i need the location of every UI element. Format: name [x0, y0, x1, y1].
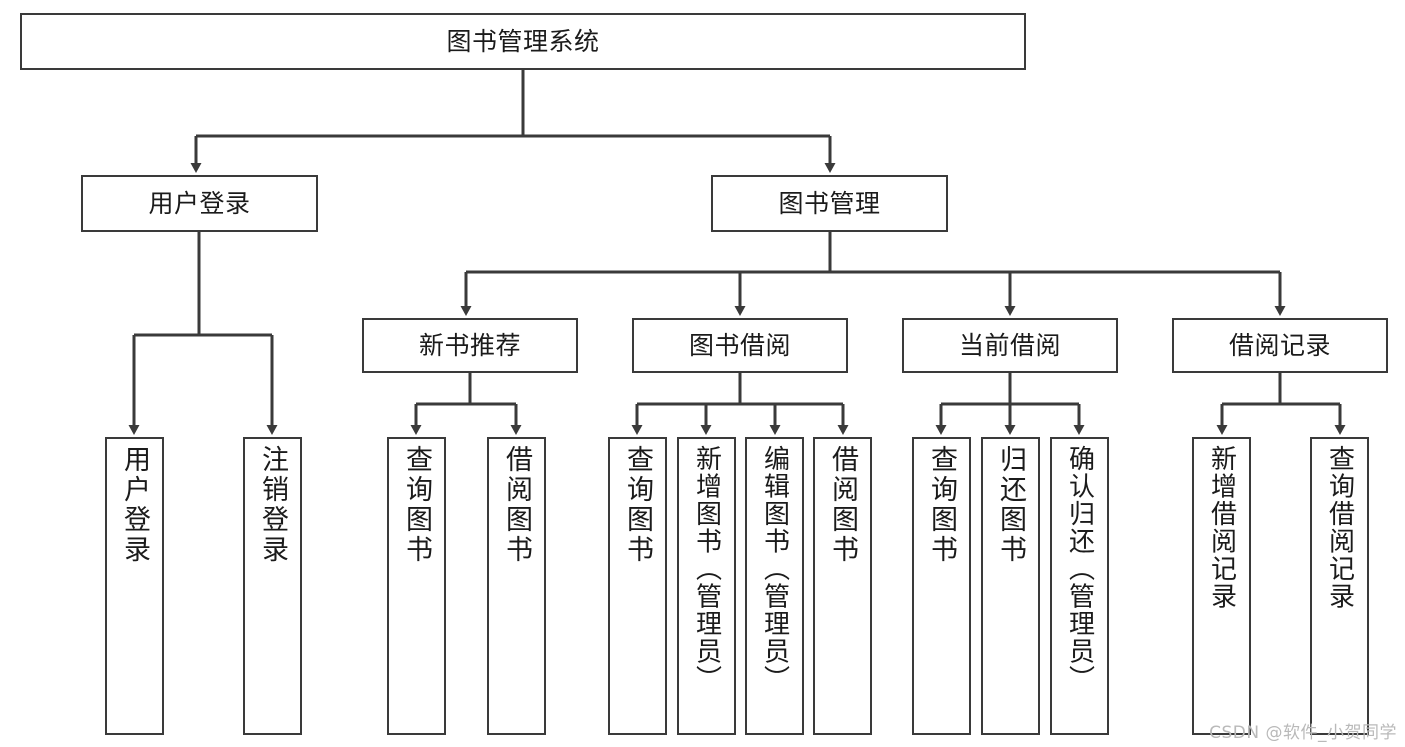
node-user-login[interactable]: 用户登录	[81, 175, 318, 232]
node-leaf-add-book-label: 新增图书（管理员）	[691, 445, 722, 693]
node-root-label: 图书管理系统	[446, 26, 600, 56]
node-leaf-edit-book[interactable]: 编辑图书（管理员）	[745, 437, 804, 735]
node-book-borrow-label: 图书借阅	[688, 330, 791, 360]
node-leaf-edit-book-label: 编辑图书（管理员）	[759, 445, 790, 693]
node-leaf-query-book-3-label: 查询图书	[926, 445, 957, 565]
node-leaf-add-record[interactable]: 新增借阅记录	[1192, 437, 1251, 735]
node-book-borrow[interactable]: 图书借阅	[632, 318, 848, 373]
node-user-login-label: 用户登录	[148, 188, 251, 218]
node-leaf-query-record-label: 查询借阅记录	[1324, 445, 1355, 610]
node-leaf-add-record-label: 新增借阅记录	[1206, 445, 1237, 610]
node-leaf-return-book-label: 归还图书	[995, 445, 1026, 565]
node-leaf-query-record[interactable]: 查询借阅记录	[1310, 437, 1369, 735]
node-leaf-query-book-2-label: 查询图书	[622, 445, 653, 565]
watermark-text: CSDN @软件_小贺同学	[1209, 723, 1397, 743]
node-leaf-confirm-return[interactable]: 确认归还（管理员）	[1050, 437, 1109, 735]
node-leaf-confirm-return-label: 确认归还（管理员）	[1064, 445, 1095, 693]
node-leaf-query-book-1[interactable]: 查询图书	[387, 437, 446, 735]
node-book-manage[interactable]: 图书管理	[711, 175, 948, 232]
node-leaf-borrow-book-2-label: 借阅图书	[827, 445, 858, 565]
node-leaf-user-login[interactable]: 用户登录	[105, 437, 164, 735]
node-leaf-query-book-2[interactable]: 查询图书	[608, 437, 667, 735]
node-book-manage-label: 图书管理	[778, 188, 881, 218]
node-current-borrow-label: 当前借阅	[958, 330, 1061, 360]
node-leaf-borrow-book-1[interactable]: 借阅图书	[487, 437, 546, 735]
node-leaf-user-login-label: 用户登录	[119, 445, 150, 565]
node-leaf-user-logout-label: 注销登录	[257, 445, 288, 565]
node-leaf-borrow-book-1-label: 借阅图书	[501, 445, 532, 565]
node-borrow-record-label: 借阅记录	[1228, 330, 1331, 360]
node-root[interactable]: 图书管理系统	[20, 13, 1026, 70]
node-borrow-record[interactable]: 借阅记录	[1172, 318, 1388, 373]
node-leaf-user-logout[interactable]: 注销登录	[243, 437, 302, 735]
node-leaf-add-book[interactable]: 新增图书（管理员）	[677, 437, 736, 735]
node-new-book-rec-label: 新书推荐	[418, 330, 521, 360]
node-leaf-return-book[interactable]: 归还图书	[981, 437, 1040, 735]
node-leaf-borrow-book-2[interactable]: 借阅图书	[813, 437, 872, 735]
node-leaf-query-book-3[interactable]: 查询图书	[912, 437, 971, 735]
node-current-borrow[interactable]: 当前借阅	[902, 318, 1118, 373]
node-leaf-query-book-1-label: 查询图书	[401, 445, 432, 565]
node-new-book-rec[interactable]: 新书推荐	[362, 318, 578, 373]
